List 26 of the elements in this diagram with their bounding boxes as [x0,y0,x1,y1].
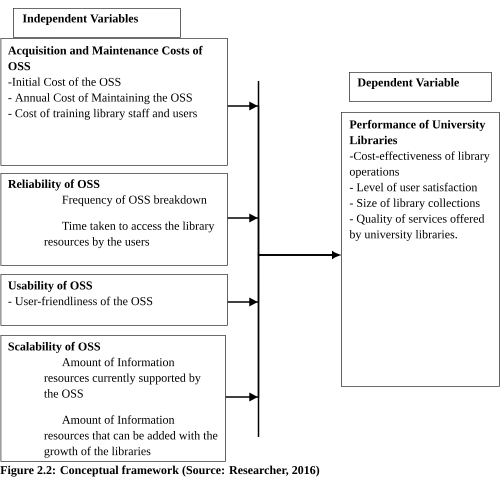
arrow [226,251,340,402]
box-heading: Acquisition and Maintenance Costs of OSS [8,46,203,70]
variable-box [0,173,228,266]
description-text: Frequency of OSS breakdown [62,195,207,206]
description-text: Amount of Information resources that can be added with the growth of the libraries [44,415,218,458]
box-heading: Reliability of OSS [8,179,100,190]
variable-box [0,335,226,462]
bullet-item: - Level of user satisfaction [350,182,478,192]
caption: Figure 2.2: Conceptual framework (Source: Researcher, 2016) [0,466,320,477]
header-box: Dependent Variable [349,72,492,102]
bullet-item: -Initial Cost of the OSS [8,77,120,86]
bullet-item: - Cost of training library staff and users [8,108,197,120]
box-heading: Usability of OSS [8,280,92,292]
bullet-item: - Quality of services offered by university libraries. [349,214,484,241]
description-text: Amount of Information resources currently supported by the OSS [44,358,201,398]
variable-box [341,112,500,387]
header-box: Independent Variables [13,8,181,38]
bullet-item: - Size of library collections [350,198,480,210]
description-text: Time taken to access the library resources by the users [44,221,214,248]
box-heading: Scalability of OSS [8,342,100,353]
variable-box [0,38,228,166]
bullet-item: - Annual Cost of Maintaining the OSS [8,93,192,104]
box-heading: Performance of University Libraries [350,120,486,144]
bullet-item: - User-friendliness of the OSS [8,296,152,306]
bullet-item: -Cost-effectiveness of library operations [350,151,490,178]
variable-box [0,274,228,326]
